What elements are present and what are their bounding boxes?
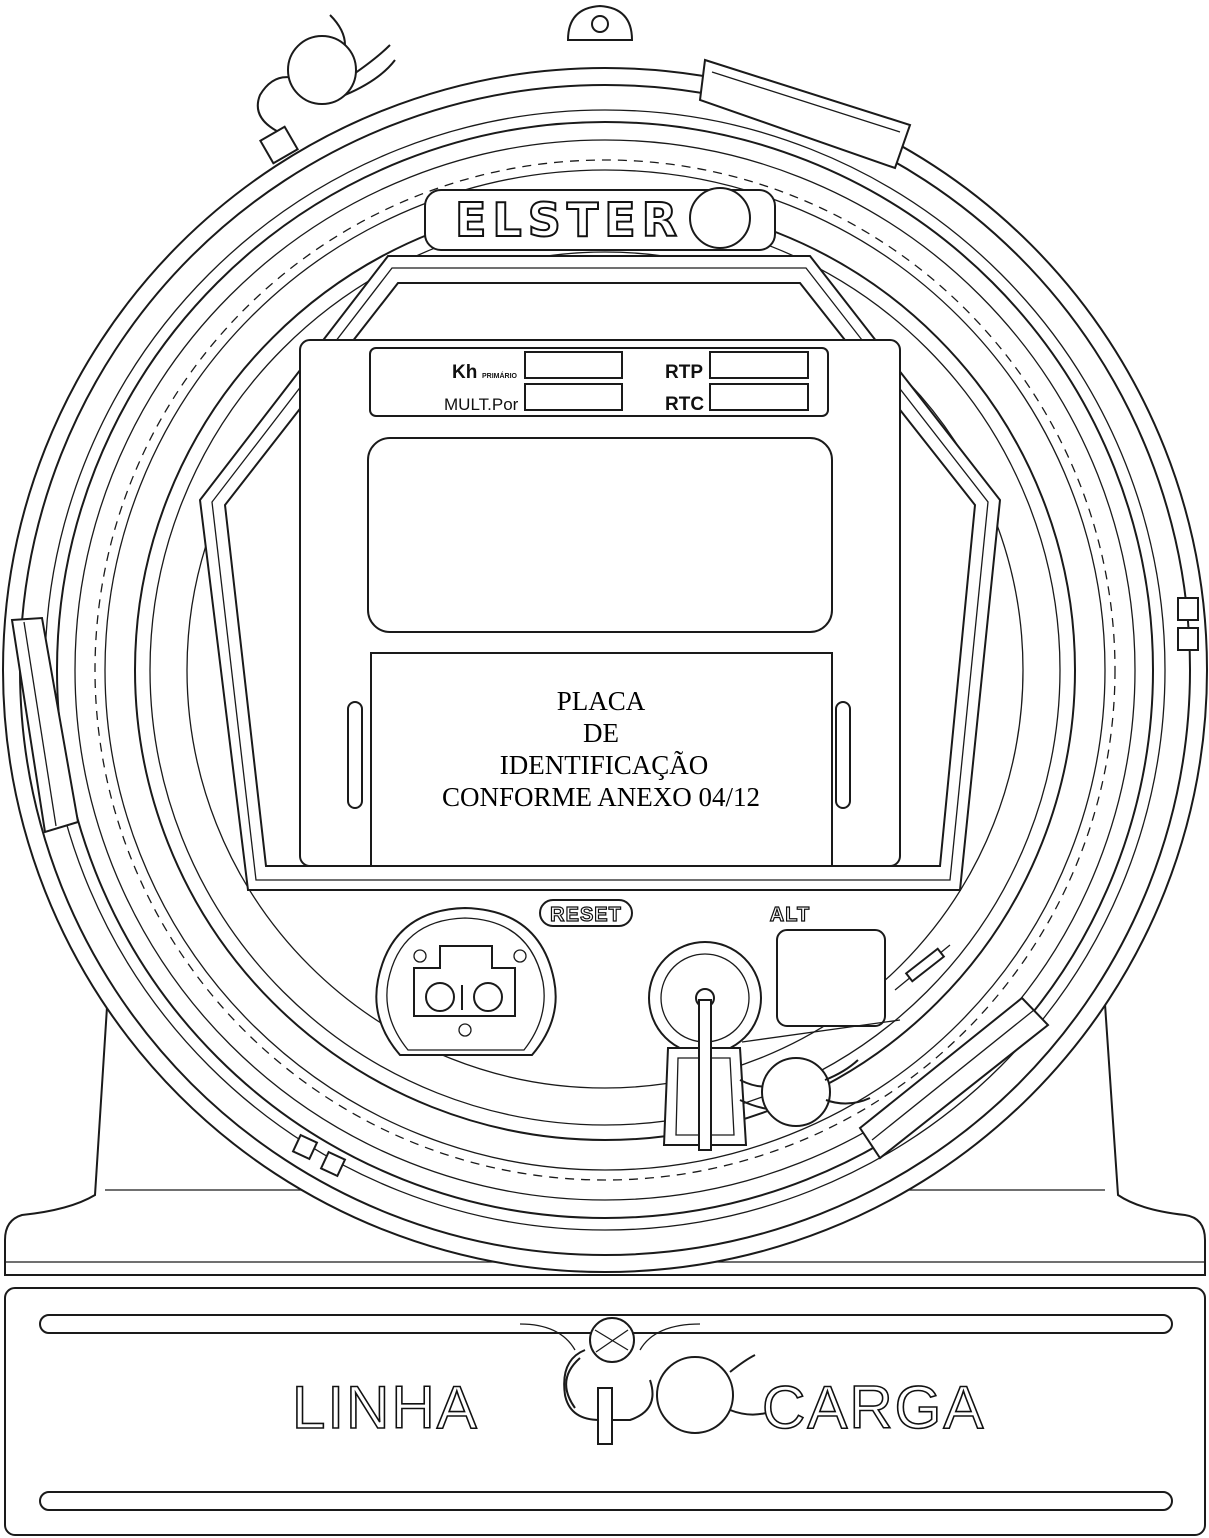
nameplate-line3: IDENTIFICAÇÃO bbox=[500, 750, 709, 780]
optical-port bbox=[375, 906, 557, 1056]
alt-button-label: ALT bbox=[770, 904, 810, 926]
label-strip: Kh PRIMÁRIO RTP MULT.Por RTC bbox=[369, 347, 829, 417]
brand-circle-icon bbox=[689, 187, 751, 249]
hanging-loop bbox=[566, 4, 634, 41]
reset-lock-seal bbox=[648, 941, 901, 1151]
terminal-slot-bottom bbox=[39, 1491, 1173, 1511]
ring-clip-bottom-right bbox=[858, 996, 1050, 1160]
kh-label: Kh bbox=[452, 362, 477, 383]
ring-clip-top bbox=[698, 58, 912, 170]
mult-value-box bbox=[524, 383, 623, 411]
ring-tab-bottom-1 bbox=[291, 1133, 319, 1161]
side-slot-right bbox=[835, 701, 851, 809]
alt-button[interactable]: ALT bbox=[769, 903, 886, 1027]
nameplate-line4: CONFORME ANEXO 04/12 bbox=[442, 782, 760, 812]
rtc-value-box bbox=[709, 383, 809, 411]
brand-logo: ELSTER bbox=[455, 193, 683, 247]
linha-label: LINHA bbox=[292, 1374, 479, 1441]
mult-label: MULT.Por bbox=[444, 395, 519, 414]
dashed-gasket-ring bbox=[94, 159, 1116, 1181]
reset-button[interactable]: RESET bbox=[539, 899, 633, 927]
rtc-label: RTC bbox=[665, 394, 704, 415]
nameplate-line1: PLACA bbox=[557, 686, 646, 716]
rtp-label: RTP bbox=[665, 362, 703, 383]
lcd-display bbox=[367, 437, 833, 633]
alt-seal-wire bbox=[894, 944, 951, 991]
kh-value-box bbox=[524, 351, 623, 379]
ring-tab-right-1 bbox=[1177, 597, 1199, 621]
nameplate bbox=[370, 652, 833, 867]
reset-button-label: RESET bbox=[550, 904, 622, 926]
ring-tab-bottom-2 bbox=[319, 1150, 347, 1178]
side-slot-left bbox=[347, 701, 363, 809]
nameplate-line2: DE bbox=[583, 718, 619, 748]
top-seal bbox=[256, 14, 396, 165]
carga-label: CARGA bbox=[762, 1374, 985, 1441]
ring-clip-left bbox=[10, 616, 80, 834]
rtp-value-box bbox=[709, 351, 809, 379]
kh-sub-label: PRIMÁRIO bbox=[482, 371, 518, 380]
terminal-seal bbox=[519, 1317, 771, 1445]
ring-tab-right-2 bbox=[1177, 627, 1199, 651]
meter-base-body bbox=[4, 959, 1206, 1276]
brand-badge bbox=[424, 189, 776, 251]
